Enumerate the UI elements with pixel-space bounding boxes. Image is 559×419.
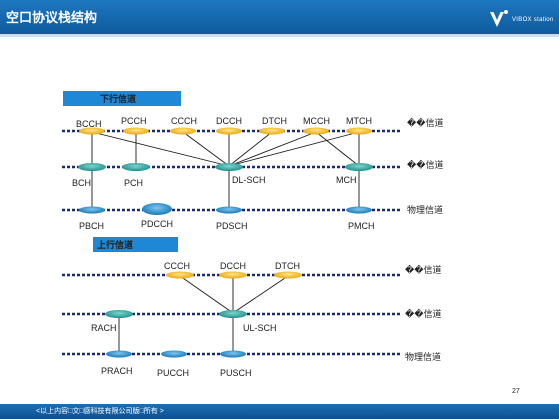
downlink-section-label: 下行信道 bbox=[100, 93, 136, 104]
page-title: 空口协议栈结构 bbox=[6, 10, 98, 25]
map-mtch-dlsch bbox=[228, 131, 360, 167]
pbch-node bbox=[79, 206, 105, 214]
mcch-label: MCCH bbox=[303, 116, 330, 126]
ccch-node bbox=[170, 127, 196, 135]
mtch-label: MTCH bbox=[346, 116, 372, 126]
pmch-label: PMCH bbox=[348, 221, 375, 231]
prach-label: PRACH bbox=[101, 366, 133, 376]
uplink-section-label: 上行信道 bbox=[97, 239, 133, 250]
map-ccch-ulsch bbox=[179, 275, 234, 314]
pch-node bbox=[122, 163, 150, 171]
ulsch-label: UL-SCH bbox=[243, 323, 277, 333]
dtch-label: DTCH bbox=[262, 116, 287, 126]
bch-node bbox=[78, 163, 106, 171]
pbch-label: PBCH bbox=[79, 221, 104, 231]
mcch-node bbox=[303, 127, 329, 135]
ul-logical-layer-label: ��信道 bbox=[405, 264, 441, 275]
map-dtch-dlsch bbox=[228, 131, 273, 167]
bch-label: BCH bbox=[72, 178, 91, 188]
ul-dtch-node bbox=[274, 271, 302, 279]
rach-label: RACH bbox=[91, 323, 117, 333]
ul-ccch-label: CCCH bbox=[164, 261, 190, 271]
company-logo-icon bbox=[490, 10, 508, 27]
ul-dcch-label: DCCH bbox=[220, 261, 246, 271]
pdcch-node bbox=[142, 203, 172, 215]
pdsch-label: PDSCH bbox=[216, 221, 248, 231]
pdsch-node bbox=[216, 206, 242, 214]
page-number: 27 bbox=[512, 388, 520, 395]
map-mcch-dlsch bbox=[228, 131, 317, 167]
pucch-label: PUCCH bbox=[157, 368, 189, 378]
mtch-node bbox=[346, 127, 372, 135]
pmch-node bbox=[346, 206, 372, 214]
map-mcch-mch bbox=[315, 131, 360, 167]
uplink-section-badge bbox=[93, 237, 178, 252]
ul-transport-layer-label: ��信道 bbox=[405, 308, 441, 319]
ul-physical-layer-label: 物理信道 bbox=[405, 351, 441, 362]
ulsch-node bbox=[219, 310, 247, 318]
rach-node bbox=[105, 310, 133, 318]
dlsch-node bbox=[215, 163, 243, 171]
pdcch-label: PDCCH bbox=[141, 219, 173, 229]
dtch-node bbox=[259, 127, 285, 135]
dlsch-label: DL-SCH bbox=[232, 175, 266, 185]
header-divider bbox=[0, 34, 559, 37]
ul-dcch-node bbox=[219, 271, 247, 279]
pch-label: PCH bbox=[124, 178, 143, 188]
mch-label: MCH bbox=[336, 175, 357, 185]
footer-bar bbox=[0, 404, 559, 419]
pucch-node bbox=[161, 350, 187, 358]
dl-transport-layer-label: ��信道 bbox=[407, 159, 443, 170]
bcch-node bbox=[79, 127, 105, 135]
ccch-label: CCCH bbox=[171, 116, 197, 126]
pusch-label: PUSCH bbox=[220, 368, 252, 378]
bcch-label: BCCH bbox=[76, 119, 102, 129]
dcch-node bbox=[216, 127, 242, 135]
pcch-label: PCCH bbox=[121, 116, 147, 126]
dl-physical-layer-label: 物理信道 bbox=[407, 204, 443, 215]
map-dtch-ulsch bbox=[232, 275, 289, 314]
map-bcch-dlsch bbox=[91, 131, 230, 167]
mch-node bbox=[345, 163, 373, 171]
pusch-node bbox=[220, 350, 246, 358]
logo-text: VIBOX station bbox=[512, 17, 554, 23]
dcch-label: DCCH bbox=[216, 116, 242, 126]
map-ccch-dlsch bbox=[182, 131, 230, 167]
ul-ccch-node bbox=[166, 271, 194, 279]
dl-logical-layer-label: ��信道 bbox=[407, 117, 443, 128]
ul-dtch-label: DTCH bbox=[275, 261, 300, 271]
pcch-node bbox=[123, 127, 149, 135]
header-bar: 空口协议栈结构 VIBOX station bbox=[0, 0, 559, 34]
footer-copyright: <以上内容□文□感科技有限公司版□所有 > bbox=[36, 408, 164, 415]
prach-node bbox=[106, 350, 132, 358]
downlink-section-badge bbox=[63, 91, 181, 106]
